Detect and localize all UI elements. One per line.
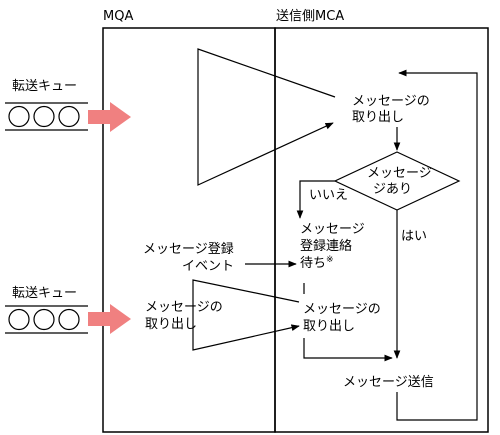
send-label: メッセージ送信: [343, 375, 434, 390]
queue-message-icon: [8, 105, 30, 128]
wait-label-3: 待ち: [300, 256, 326, 271]
wait-label-1: メッセージ: [300, 222, 365, 237]
wait-label-2: 登録連絡: [300, 238, 352, 254]
yes-branch-label: はい: [401, 229, 427, 244]
retrieve-funnel-top: [197, 48, 336, 186]
no-branch-label: いいえ: [309, 188, 348, 203]
no-branch-arrow: [296, 180, 335, 219]
mqa-retrieve-label-1: メッセージの: [145, 300, 223, 315]
retrieve-bottom-label-2: 取り出し: [303, 319, 355, 334]
sender-mca-column: [274, 27, 489, 433]
transfer-queue-bottom-label: 転送キュー: [12, 286, 77, 301]
transfer-queue-top-label: 転送キュー: [12, 79, 77, 94]
event-label-2: イベント: [182, 259, 234, 274]
event-label-1: メッセージ登録: [143, 242, 234, 257]
wait-note-mark: ※: [326, 255, 334, 265]
queue-inflow-arrow-top: [88, 102, 131, 132]
transfer-queue-top: 転送キュー: [5, 79, 88, 131]
mqa-header: MQA: [103, 9, 133, 24]
queue-message-icon: [58, 105, 80, 128]
transfer-queue-bottom: 転送キュー: [5, 286, 88, 334]
mqa-retrieve-label-2: 取り出し: [145, 317, 197, 332]
queue-message-icon: [58, 308, 80, 331]
queue-message-icon: [8, 308, 30, 331]
decision-label-2: ジあり: [373, 182, 412, 197]
flow-retrieve-to-send: [303, 338, 393, 362]
retrieve-top-label-1: メッセージの: [352, 94, 430, 109]
sender-mca-header: 送信側MCA: [276, 9, 344, 24]
queue-inflow-arrow-bottom: [88, 304, 131, 334]
retrieve-top-label-2: 取り出し: [352, 110, 404, 125]
retrieve-funnel-bottom: [192, 279, 300, 351]
loop-back-arrow: [396, 69, 478, 421]
message-exists-decision: [333, 151, 461, 211]
queue-message-icon: [33, 308, 55, 331]
decision-label-1: メッセージ: [367, 166, 432, 181]
mqa-column: [102, 27, 276, 433]
queue-message-icon: [33, 105, 55, 128]
retrieve-bottom-label-1: メッセージの: [303, 302, 381, 317]
